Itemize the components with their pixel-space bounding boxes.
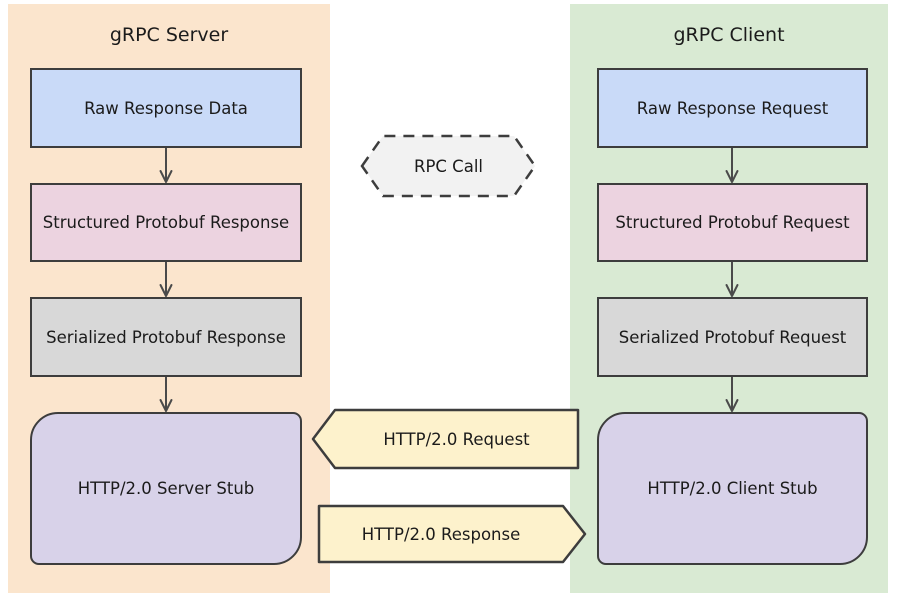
rpc-call-hexagon [360, 134, 537, 198]
node-label: Serialized Protobuf Response [46, 327, 286, 347]
client-node-http2-client-stub: HTTP/2.0 Client Stub [597, 412, 868, 565]
node-label: Raw Response Request [636, 98, 829, 118]
client-panel-title: gRPC Client [673, 24, 785, 46]
server-panel-title: gRPC Server [109, 24, 229, 46]
http-response-arrow-shape [317, 504, 587, 564]
rpc-call-label: RPC Call [414, 156, 483, 176]
node-label: Serialized Protobuf Request [618, 327, 847, 347]
node-label: Structured Protobuf Request [615, 213, 850, 232]
node-label: HTTP/2.0 Server Stub [77, 479, 255, 498]
http-request-label: HTTP/2.0 Request [383, 429, 530, 449]
node-label: Structured Protobuf Response [42, 213, 290, 232]
server-node-serialized-protobuf-response: Serialized Protobuf Response [30, 297, 302, 377]
http-request-arrow-shape [311, 408, 580, 470]
http-response-label: HTTP/2.0 Response [361, 524, 521, 544]
server-node-http2-server-stub: HTTP/2.0 Server Stub [30, 412, 302, 565]
client-node-serialized-protobuf-request: Serialized Protobuf Request [597, 297, 868, 377]
server-node-structured-protobuf-response: Structured Protobuf Response [30, 183, 302, 262]
client-node-structured-protobuf-request: Structured Protobuf Request [597, 183, 868, 262]
node-label: HTTP/2.0 Client Stub [647, 479, 818, 498]
server-node-raw-response-data: Raw Response Data [30, 68, 302, 148]
client-node-raw-response-request: Raw Response Request [597, 68, 868, 148]
node-label: Raw Response Data [84, 98, 248, 118]
